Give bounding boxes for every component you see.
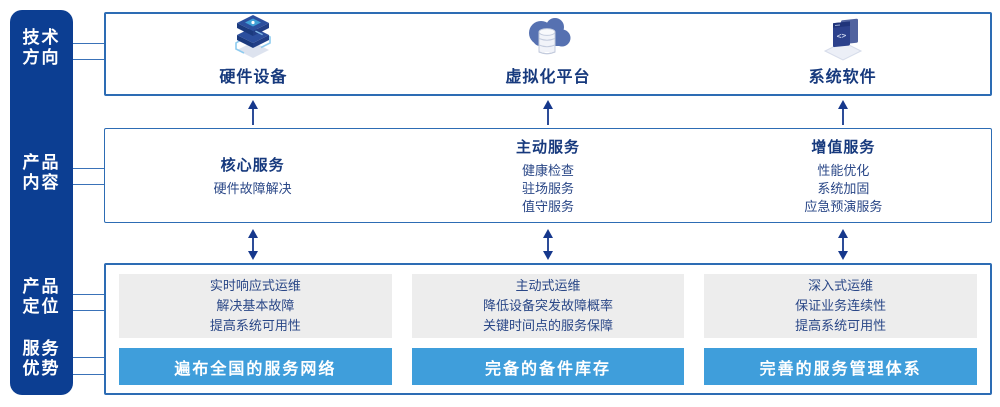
- service-item: 应急预演服务: [804, 198, 883, 214]
- arrow-up-icon: [248, 100, 258, 125]
- svg-text:<>: <>: [836, 31, 846, 41]
- sidebar-label-line: 优势: [22, 359, 61, 378]
- service-column-proactive: 主动服务 健康检查 驻场服务 值守服务: [400, 129, 695, 222]
- positioning-line: 保证业务连续性: [795, 298, 887, 313]
- tech-item-software: <> 系统软件: [695, 14, 990, 94]
- sidebar-label-product-positioning: 产品 定位: [10, 277, 73, 317]
- positioning-line: 关键时间点的服务保障: [483, 318, 614, 333]
- connector-line: [73, 184, 104, 185]
- connector-line: [73, 59, 104, 60]
- sidebar-label-tech-direction: 技术 方向: [10, 28, 73, 68]
- service-column-title: 主动服务: [515, 138, 580, 156]
- service-column-value-added: 增值服务 性能优化 系统加固 应急预演服务: [696, 129, 991, 222]
- sidebar-label-product-content: 产品 内容: [10, 153, 73, 193]
- positioning-column-proactive: 主动式运维 降低设备突发故障概率 关键时间点的服务保障 完备的备件库存: [411, 274, 685, 385]
- arrow-up-down-icon: [248, 229, 258, 260]
- connector-line: [73, 43, 104, 44]
- advantage-banner: 完备的备件库存: [411, 348, 685, 385]
- sidebar-label-service-advantage: 服务 优势: [10, 339, 73, 379]
- tech-item-hardware: 硬件设备: [106, 14, 401, 94]
- product-content-box: 核心服务 硬件故障解决 主动服务 健康检查 驻场服务 值守服务 增值服务 性能优…: [104, 128, 992, 223]
- positioning-line: 实时响应式运维: [209, 278, 301, 293]
- sidebar-label-line: 方向: [22, 48, 61, 67]
- sidebar-label-line: 产品: [22, 153, 61, 172]
- sidebar: [10, 10, 73, 395]
- service-item: 系统加固: [817, 180, 870, 196]
- connector-line: [73, 374, 104, 375]
- service-column-title: 核心服务: [220, 156, 285, 174]
- sidebar-label-line: 定位: [22, 297, 61, 316]
- arrow-up-down-icon: [543, 229, 553, 260]
- service-column-title: 增值服务: [811, 138, 876, 156]
- product-positioning-box: 实时响应式运维 解决基本故障 提高系统可用性 遍布全国的服务网络 主动式运维 降…: [104, 263, 992, 395]
- cloud-database-icon: [521, 12, 575, 62]
- positioning-card: 实时响应式运维 解决基本故障 提高系统可用性: [119, 274, 392, 338]
- service-item: 驻场服务: [521, 180, 574, 196]
- positioning-line: 提高系统可用性: [209, 318, 301, 333]
- tech-item-virtualization: 虚拟化平台: [401, 14, 696, 94]
- service-item: 性能优化: [817, 162, 870, 178]
- service-item: 值守服务: [521, 198, 574, 214]
- positioning-card: 深入式运维 保证业务连续性 提高系统可用性: [704, 274, 978, 338]
- positioning-column-realtime: 实时响应式运维 解决基本故障 提高系统可用性 遍布全国的服务网络: [119, 274, 392, 385]
- service-item: 硬件故障解决: [213, 180, 292, 196]
- positioning-line: 提高系统可用性: [795, 318, 887, 333]
- tech-item-label: 虚拟化平台: [505, 69, 591, 86]
- arrow-up-icon: [543, 100, 553, 125]
- server-stack-icon: [228, 10, 278, 62]
- tech-direction-box: 硬件设备 虚拟化平台: [104, 12, 992, 96]
- sidebar-label-line: 产品: [22, 277, 61, 296]
- advantage-banner: 遍布全国的服务网络: [119, 348, 392, 385]
- sidebar-label-line: 技术: [22, 28, 61, 47]
- connector-line: [73, 310, 104, 311]
- arrow-up-down-icon: [838, 229, 848, 260]
- arrow-up-icon: [838, 100, 848, 125]
- positioning-line: 降低设备突发故障概率: [483, 298, 614, 313]
- connector-line: [73, 294, 104, 295]
- tech-item-label: 硬件设备: [219, 69, 288, 86]
- positioning-line: 解决基本故障: [216, 298, 295, 313]
- code-window-icon: <>: [816, 10, 870, 62]
- service-item: 健康检查: [521, 162, 574, 178]
- positioning-card: 主动式运维 降低设备突发故障概率 关键时间点的服务保障: [411, 274, 685, 338]
- positioning-line: 主动式运维: [515, 278, 581, 293]
- tech-item-label: 系统软件: [808, 69, 877, 86]
- positioning-line: 深入式运维: [808, 278, 874, 293]
- service-column-core: 核心服务 硬件故障解决: [105, 129, 400, 222]
- sidebar-label-line: 服务: [22, 339, 61, 358]
- positioning-column-deep: 深入式运维 保证业务连续性 提高系统可用性 完善的服务管理体系: [704, 274, 978, 385]
- connector-line: [73, 357, 104, 358]
- connector-line: [73, 168, 104, 169]
- sidebar-label-line: 内容: [22, 173, 61, 192]
- advantage-banner: 完善的服务管理体系: [704, 348, 978, 385]
